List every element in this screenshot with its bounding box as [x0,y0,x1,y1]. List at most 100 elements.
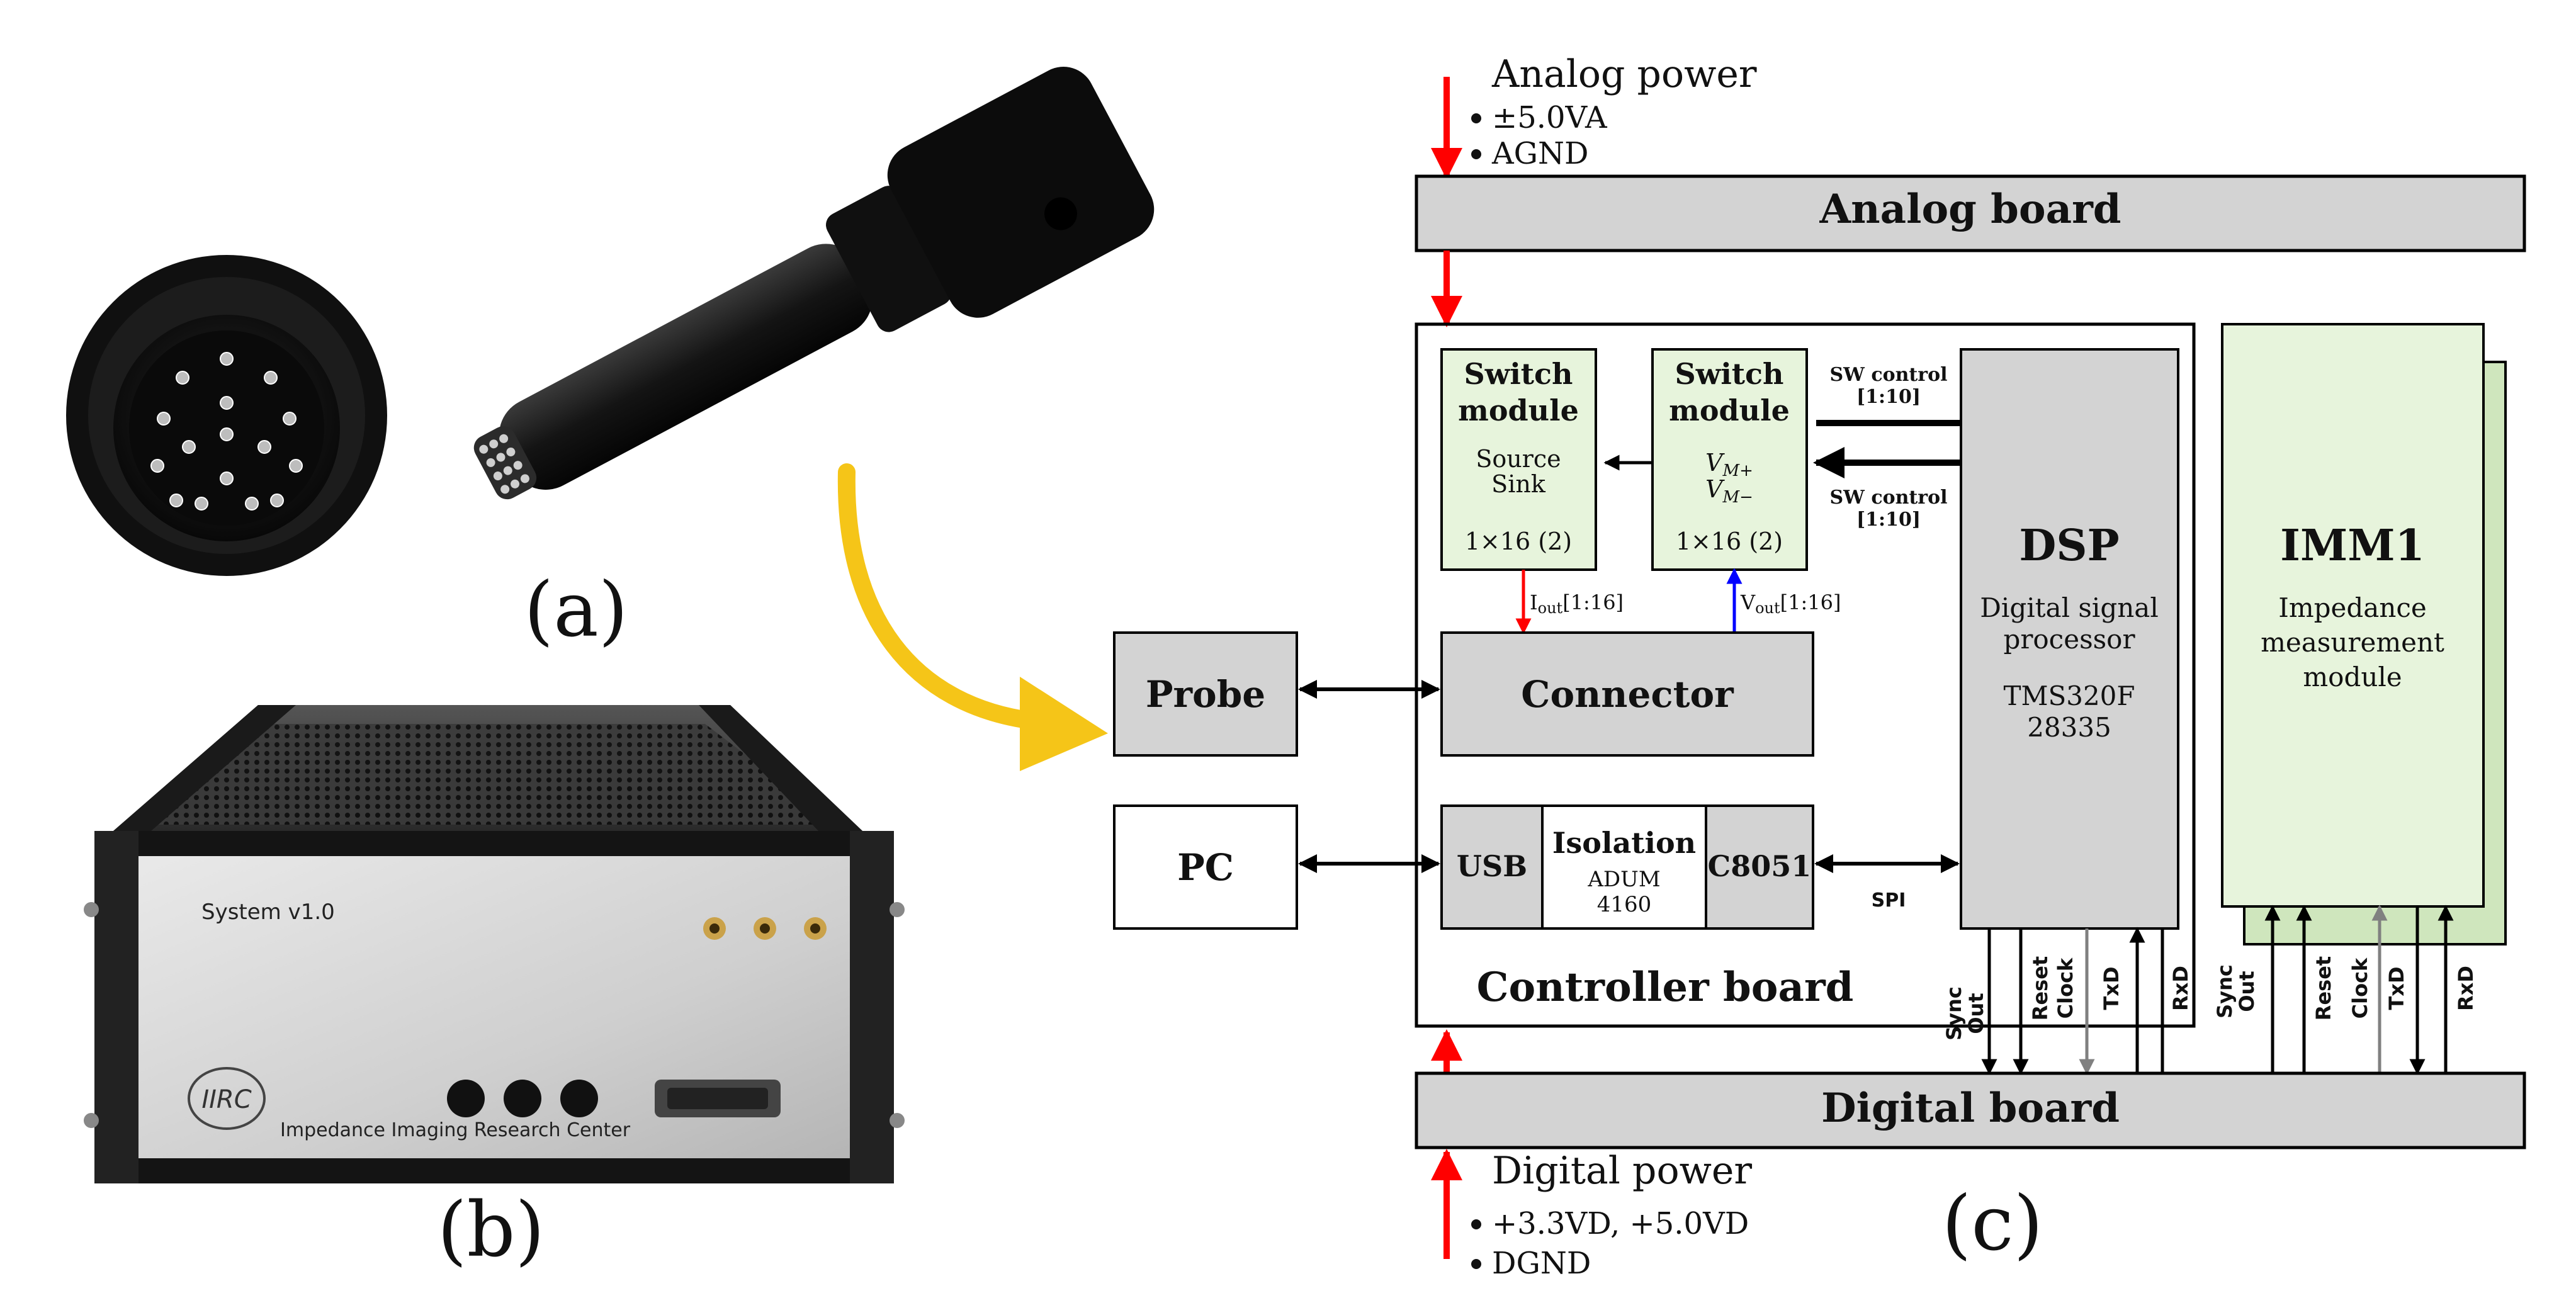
connector-pin [257,440,271,454]
dsp-rxd-label: RxD [2169,966,2193,1011]
analog-board [1415,174,2526,252]
imm-clock-label: Clock [2348,957,2372,1019]
c8051-block [1705,804,1814,930]
connector-block [1440,631,1814,757]
digital-board [1415,1071,2526,1149]
connector-pin [264,371,278,385]
probe-tip-pin [499,434,509,443]
switch-module-2 [1651,348,1808,571]
connector-pin [220,352,234,366]
probe-tip-pin [479,444,489,454]
switch-module-2-config: 1×16 (2) [1676,528,1783,555]
spi-label: SPI [1872,889,1906,911]
sw-control-2-range: [1:10] [1856,509,1921,531]
vout-label: Vout[1:16] [1740,590,1841,617]
c8051-label: C8051 [1708,849,1812,883]
iirc-logo: IIRC [188,1067,266,1130]
connector-pin [289,459,303,473]
connector-pin [182,440,196,454]
probe-tip-pin [511,479,520,488]
rca-jacks [703,917,827,940]
dsp-reset-label: Reset [2028,956,2052,1020]
sw-control-1-range: [1:10] [1856,386,1921,408]
connector-pin [270,494,284,507]
connector-pin [157,412,171,426]
vm-minus-label: VM− [1705,475,1753,507]
controller-board [1415,322,2196,1028]
connector-pin [150,459,164,473]
probe-tip-pin [489,439,499,449]
probe-tip-pin [486,458,495,467]
imm1-title: IMM1 [2280,521,2425,571]
system-box-photo: System v1.0 IIRC Impedance Imaging Resea… [84,705,905,1183]
sw-control-2-label: SW control [1830,487,1948,509]
system-version-label: System v1.0 [201,900,335,925]
analog-power-item: AGND [1491,136,1589,171]
dsp-text: TMS320F [2003,680,2135,711]
switch-module-1-text: Sink [1491,470,1546,498]
probe-label: Probe [1146,673,1265,716]
isolation-text: 4160 [1597,892,1652,917]
iout-label: Iout[1:16] [1530,590,1624,617]
vm-plus-label: VM+ [1705,449,1753,480]
probe-tip-pin [506,447,516,456]
dsp-text: 28335 [2027,712,2111,743]
connector-label: Connector [1521,673,1734,716]
imm-rxd-label: RxD [2454,966,2478,1011]
usb-label: USB [1457,849,1527,883]
sw-control-1-label: SW control [1830,364,1948,386]
imm1-text: module [2303,662,2402,692]
connector-pin [283,412,297,426]
switch-module-2-title: module [1669,393,1790,427]
panel-a-label: (a) [524,567,628,654]
probe-tip-pin [513,461,523,470]
imm-txd-label: TxD [2385,966,2409,1010]
connector-pin [176,371,189,385]
dsp-title: DSP [2019,521,2119,571]
imm-sync-label: Out [2235,971,2259,1012]
digital-board-label: Digital board [1821,1085,2120,1132]
digital-power-item: +3.3VD, +5.0VD [1492,1206,1749,1241]
isolation-title: Isolation [1552,826,1696,860]
panel-b-label: (b) [438,1187,545,1274]
probe-tip-pin [500,485,510,494]
research-center-name: Impedance Imaging Research Center [280,1119,631,1141]
dsp-block [1960,348,2179,930]
imm1-block [2221,323,2485,908]
probe-block [1113,631,1298,757]
imm1-text: measurement [2261,627,2444,658]
dsp-text: processor [2003,624,2135,655]
dsp-sync-label: Sync [1942,986,1966,1041]
probe-photo [473,67,1155,500]
probe-tip-pin [520,474,529,483]
isolation-text: ADUM [1587,867,1660,892]
dsp-clock-label: Clock [2053,957,2077,1019]
isolation-block [1541,804,1707,930]
analog-board-label: Analog board [1819,186,2121,233]
switch-module-1-config: 1×16 (2) [1465,528,1572,555]
yellow-arrow [837,463,1108,771]
analog-power-title: Analog power [1491,52,1757,96]
connector-pin [220,471,234,485]
pc-block [1113,804,1298,930]
imm-signal-lines [2264,905,2454,1075]
digital-power-title: Digital power [1492,1149,1752,1193]
connector-pin [195,497,208,511]
probe-tip-pin [493,471,502,481]
panel-c-label: (c) [1942,1180,2043,1268]
connector-face-photo [66,255,387,576]
switch-module-1-title: Switch [1464,357,1573,391]
usb-block [1440,804,1544,930]
imm-sync-label: Sync [2213,964,2237,1019]
switch-module-1-text: Source [1476,445,1561,473]
switch-module-2-title: Switch [1675,357,1784,391]
controller-board-label: Controller board [1477,964,1854,1011]
probe-tip-pin [496,453,506,462]
connector-pin [169,494,183,507]
imm1-text: Impedance [2278,592,2427,623]
front-connectors [447,1080,781,1117]
dsp-signal-lines [1981,927,2164,1075]
connector-pin [220,427,234,441]
